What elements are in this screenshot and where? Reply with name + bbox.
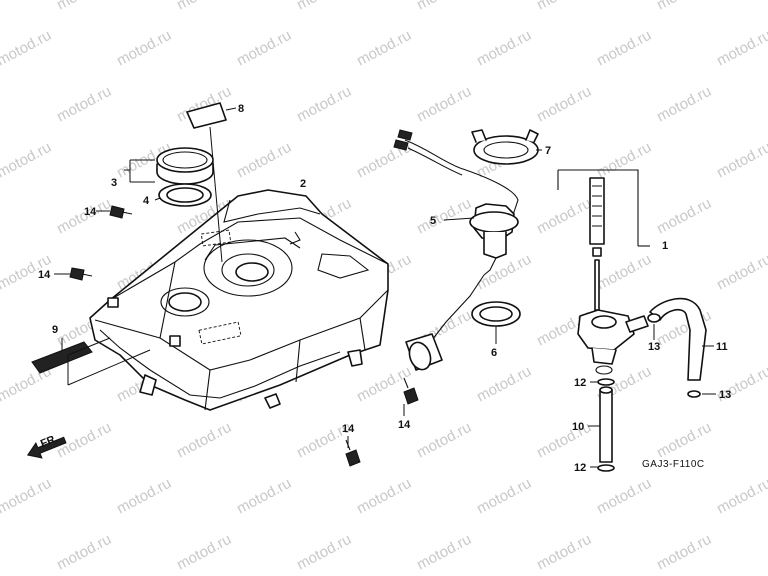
watermark-text: motod.ru bbox=[294, 0, 354, 14]
bolt-14-b bbox=[69, 267, 93, 281]
callout-9: 9 bbox=[52, 324, 58, 336]
watermark-text: motod.ru bbox=[0, 27, 54, 70]
o-ring-12-b bbox=[597, 464, 615, 472]
fuel-valve-1 bbox=[557, 169, 650, 375]
cap-gasket-4 bbox=[158, 183, 212, 207]
diagram-code: GAJ3-F110C bbox=[642, 459, 705, 470]
bolt-14-a bbox=[109, 205, 133, 219]
front-direction-arrow bbox=[26, 436, 67, 459]
callout-8: 8 bbox=[238, 103, 244, 115]
watermark-text: motod.ru bbox=[594, 27, 654, 70]
watermark-text: motod.ru bbox=[234, 475, 294, 518]
watermark-text: motod.ru bbox=[654, 419, 714, 462]
watermark-text: motod.ru bbox=[654, 0, 714, 14]
callout-1: 1 bbox=[662, 240, 668, 252]
callout-12-a: 12 bbox=[574, 377, 586, 389]
callout-2: 2 bbox=[300, 178, 306, 190]
watermark-text: motod.ru bbox=[594, 251, 654, 294]
watermark-text: motod.ru bbox=[54, 531, 114, 574]
watermark-text: motod.ru bbox=[354, 363, 414, 406]
callout-10: 10 bbox=[572, 421, 584, 433]
callout-13-a: 13 bbox=[648, 341, 660, 353]
callout-3: 3 bbox=[111, 177, 117, 189]
watermark-text: motod.ru bbox=[354, 27, 414, 70]
watermark-text: motod.ru bbox=[714, 27, 768, 70]
watermark-text: motod.ru bbox=[534, 195, 594, 238]
watermark-text: motod.ru bbox=[654, 531, 714, 574]
watermark-text: motod.ru bbox=[414, 83, 474, 126]
pipe-10 bbox=[599, 386, 613, 463]
watermark-text: motod.ru bbox=[714, 475, 768, 518]
watermark-text: motod.ru bbox=[174, 531, 234, 574]
fuel-cap-3 bbox=[156, 147, 214, 185]
fuel-tank bbox=[89, 189, 389, 411]
watermark-text: motod.ru bbox=[714, 139, 768, 182]
watermark-text: motod.ru bbox=[174, 0, 234, 14]
watermark-text: motod.ru bbox=[114, 475, 174, 518]
callout-12-b: 12 bbox=[574, 462, 586, 474]
callout-14-b: 14 bbox=[38, 269, 51, 281]
watermark-text: motod.ru bbox=[0, 475, 54, 518]
fuel-hose-11 bbox=[649, 297, 707, 381]
watermark-text: motod.ru bbox=[234, 27, 294, 70]
watermark-text: motod.ru bbox=[54, 83, 114, 126]
retainer-ring-7 bbox=[471, 129, 539, 165]
watermark-text: motod.ru bbox=[534, 83, 594, 126]
callout-7: 7 bbox=[545, 145, 551, 157]
label-sticker-8 bbox=[186, 102, 227, 129]
watermark-text: motod.ru bbox=[534, 0, 594, 14]
hose-clip-13-a bbox=[647, 313, 661, 323]
watermark-text: motod.ru bbox=[294, 83, 354, 126]
unit-gasket-6 bbox=[471, 301, 521, 327]
callout-5: 5 bbox=[430, 215, 436, 227]
fuel-unit-5 bbox=[393, 129, 519, 371]
watermark-text: motod.ru bbox=[714, 251, 768, 294]
watermark-text: motod.ru bbox=[294, 531, 354, 574]
watermark-text: motod.ru bbox=[174, 419, 234, 462]
hose-clip-13-b bbox=[687, 390, 701, 398]
o-ring-12-a bbox=[597, 378, 615, 386]
callout-14-c: 14 bbox=[398, 419, 411, 431]
watermark-text: motod.ru bbox=[474, 251, 534, 294]
watermark-text: motod.ru bbox=[0, 139, 54, 182]
watermark-text: motod.ru bbox=[414, 531, 474, 574]
watermark-text: motod.ru bbox=[474, 475, 534, 518]
watermark-text: motod.ru bbox=[414, 0, 474, 14]
watermark-text: motod.ru bbox=[54, 0, 114, 14]
watermark-text: motod.ru bbox=[594, 475, 654, 518]
callout-13-b: 13 bbox=[719, 389, 731, 401]
watermark-text: motod.ru bbox=[354, 475, 414, 518]
callout-11: 11 bbox=[716, 341, 728, 353]
watermark-text: motod.ru bbox=[114, 27, 174, 70]
watermark-text: motod.ru bbox=[414, 419, 474, 462]
bolt-14-c bbox=[403, 377, 419, 405]
callout-4: 4 bbox=[143, 195, 150, 207]
callout-14-a: 14 bbox=[84, 206, 97, 218]
watermark-text: motod.ru bbox=[534, 531, 594, 574]
watermark-text: motod.ru bbox=[594, 139, 654, 182]
callout-6: 6 bbox=[491, 347, 497, 359]
watermark-text: motod.ru bbox=[474, 27, 534, 70]
callout-14-d: 14 bbox=[342, 423, 355, 435]
watermark-text: motod.ru bbox=[474, 363, 534, 406]
watermark-text: motod.ru bbox=[654, 195, 714, 238]
watermark-text: motod.ru bbox=[534, 419, 594, 462]
caution-label-9 bbox=[31, 341, 93, 374]
watermark-text: motod.ru bbox=[234, 139, 294, 182]
watermark-text: motod.ru bbox=[654, 83, 714, 126]
watermark-text: motod.ru bbox=[414, 195, 474, 238]
